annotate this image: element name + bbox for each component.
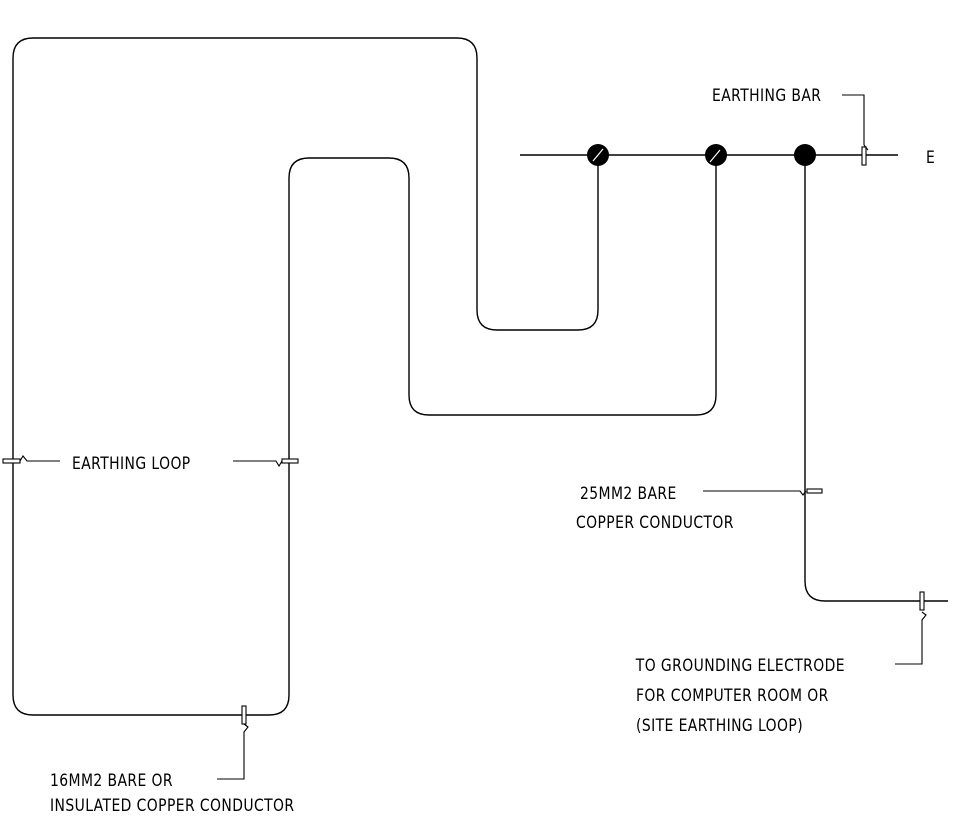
grounding-label-line3: (SITE EARTHING LOOP) [636, 716, 803, 736]
bar-connection-1 [587, 144, 609, 166]
outer-earthing-conductor [12, 37, 717, 716]
grounding-label-line1: TO GROUNDING ELECTRODE [635, 656, 845, 676]
earthing-bar-label: EARTHING BAR [712, 86, 821, 106]
conductor-16-leader [217, 705, 249, 780]
terminal-e-label: E [926, 148, 935, 168]
earthing-loop-label: EARTHING LOOP [72, 454, 191, 474]
conductor-25-leader [703, 488, 823, 496]
conductor-16-label-line1: 16MM2 BARE OR [50, 771, 173, 791]
conductor-16-label-line2: INSULATED COPPER CONDUCTOR [50, 796, 294, 816]
earthing-loop-leader-left [2, 455, 60, 464]
bar-connection-2 [705, 144, 727, 166]
conductor-25-label-line1: 25MM2 BARE [580, 484, 677, 504]
conductor-25-label-line2: COPPER CONDUCTOR [576, 513, 734, 533]
grounding-label-line2: FOR COMPUTER ROOM OR [636, 686, 829, 706]
grounding-leader [895, 591, 927, 665]
down-conductor-25mm2 [804, 155, 948, 602]
earthing-loop-leader-right [233, 458, 299, 468]
earthing-bar-leader [842, 94, 869, 166]
